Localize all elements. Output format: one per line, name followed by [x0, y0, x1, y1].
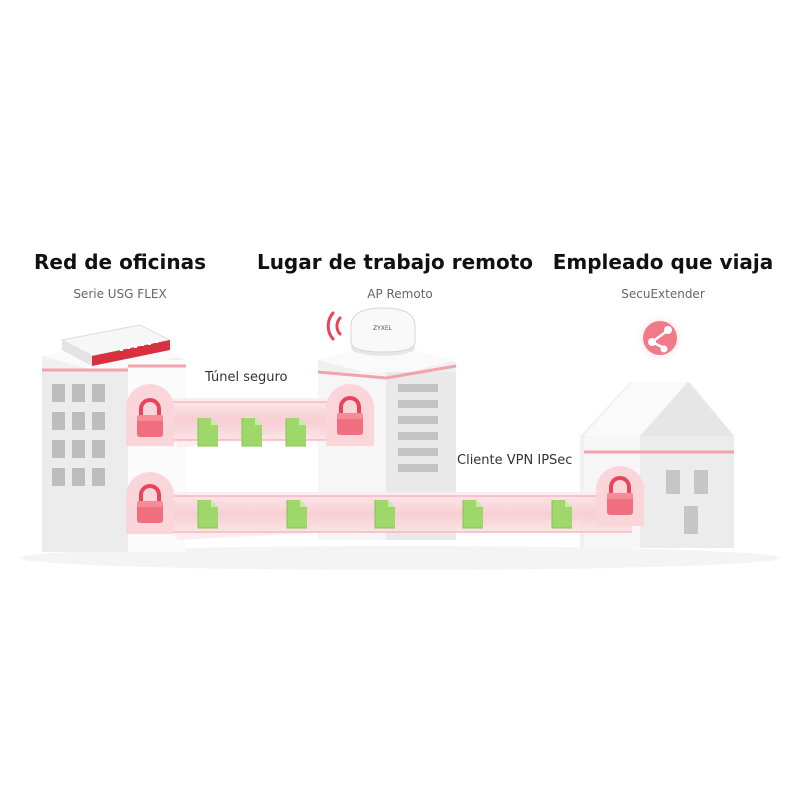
file-icon [241, 417, 263, 447]
office-network-title: Red de oficinas [33, 250, 206, 274]
file-icon [197, 499, 219, 529]
share-icon [636, 314, 684, 362]
traveling-employee-subtitle: SecuExtender [621, 287, 705, 301]
lock-arch-office-bottom [126, 472, 174, 534]
remote-workplace-subtitle: AP Remoto [367, 287, 433, 301]
wifi-signal-icon [326, 311, 342, 341]
remote-windows [398, 384, 438, 472]
file-icon [551, 499, 573, 529]
office-network-subtitle: Serie USG FLEX [73, 287, 167, 301]
file-icon [462, 499, 484, 529]
file-icon [285, 417, 307, 447]
lock-arch-remote [326, 384, 374, 446]
secure-tunnel-label: Túnel seguro [205, 370, 288, 385]
tunnel-files [197, 417, 307, 447]
file-icon [197, 417, 219, 447]
ground-shadow [20, 546, 780, 570]
vpn-client-label: Cliente VPN IPSec [457, 453, 573, 468]
firewall-device [60, 324, 172, 366]
access-point: ZYXEL [350, 307, 416, 356]
remote-workplace-title: Lugar de trabajo remoto [256, 250, 534, 274]
traveling-employee-title: Empleado que viaja [552, 250, 774, 274]
lock-arch-house [596, 466, 644, 526]
lock-arch-office-top [126, 384, 174, 446]
ap-logo: ZYXEL [373, 325, 393, 332]
file-icon [374, 499, 396, 529]
file-icon [286, 499, 308, 529]
office-windows [52, 384, 105, 486]
